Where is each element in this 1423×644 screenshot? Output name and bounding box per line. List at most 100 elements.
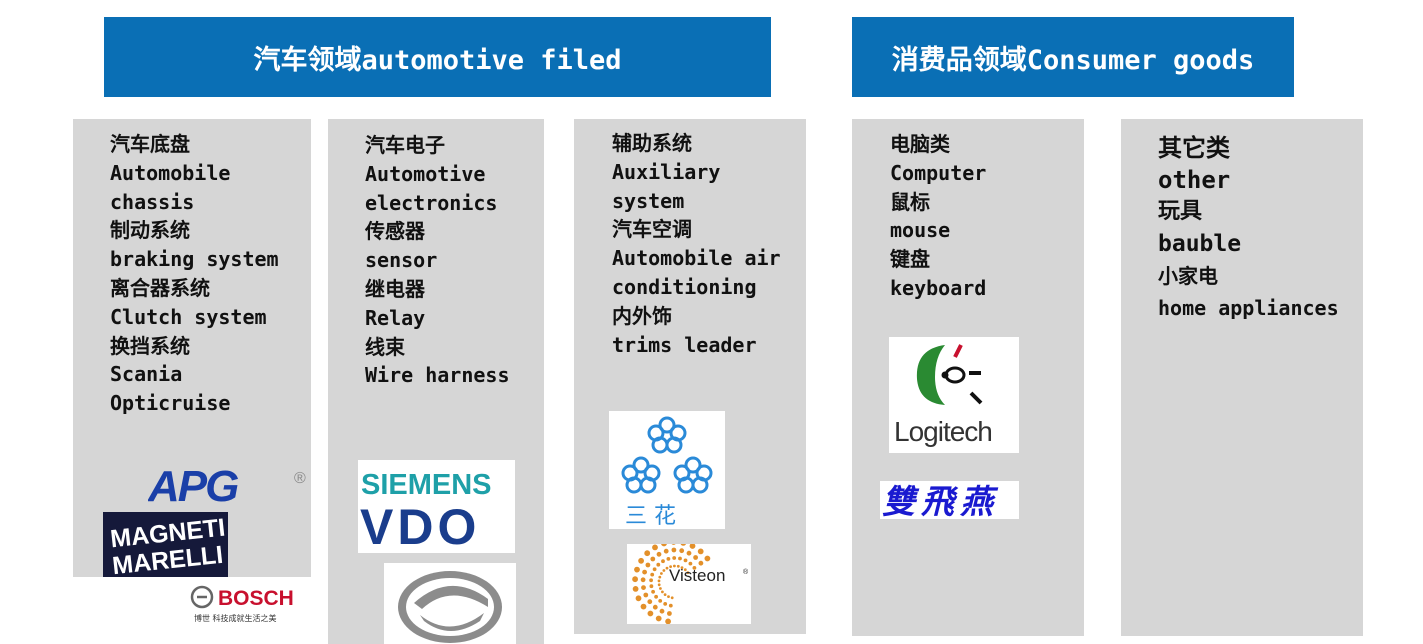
list-item: Clutch system <box>110 304 267 329</box>
visteon-dot <box>665 566 669 570</box>
list-item: Wire harness <box>365 363 510 388</box>
visteon-dot <box>632 576 638 583</box>
visteon-dot <box>671 544 676 545</box>
visteon-dot <box>656 562 661 567</box>
list-item: Automotive <box>365 161 486 186</box>
visteon-dot <box>661 544 667 547</box>
apg-logo: APG ® <box>148 463 312 505</box>
list-item: braking system <box>110 247 279 272</box>
visteon-dot <box>632 586 639 592</box>
visteon-dot <box>667 595 670 598</box>
visteon-dot <box>650 556 656 562</box>
visteon-dot <box>657 583 661 587</box>
visteon-dot <box>647 610 654 617</box>
visteon-dot <box>643 592 649 598</box>
list-item: 小家电 <box>1158 264 1218 288</box>
visteon-dot <box>697 548 704 555</box>
list-item: 辅助系统 <box>612 131 692 155</box>
apg-text: APG <box>148 463 238 505</box>
logitech-logo: Logitech <box>889 337 1019 453</box>
visteon-dot <box>651 589 655 594</box>
visteon-dot <box>661 590 664 594</box>
list-item: Scania <box>110 362 183 387</box>
computer-list: 电脑类 Computer 鼠标 mouse 键盘 keyboard <box>890 130 986 303</box>
visteon-dot <box>679 548 685 554</box>
list-item: Automobile <box>110 160 231 185</box>
visteon-dot <box>676 564 680 568</box>
visteon-dot <box>686 571 690 574</box>
automotive-banner: 汽车领域automotive filed <box>104 17 771 97</box>
shuangfeiyan-text: 雙飛燕 <box>882 482 999 519</box>
other-panel <box>1121 119 1363 636</box>
visteon-logo: Visteon ® <box>627 544 751 624</box>
gac-logo <box>384 563 516 644</box>
list-item: bauble <box>1158 231 1242 257</box>
list-item: trims leader <box>612 332 757 357</box>
list-item: other <box>1158 166 1231 194</box>
bosch-armature-icon <box>190 585 214 609</box>
visteon-dot <box>689 544 696 549</box>
visteon-dot <box>663 593 667 596</box>
list-item: chassis <box>110 189 195 214</box>
list-item: mouse <box>890 218 951 243</box>
visteon-dot <box>649 584 654 589</box>
visteon-dot <box>658 599 663 603</box>
list-item: conditioning <box>612 274 757 299</box>
visteon-dot <box>680 544 686 546</box>
magneti-marelli-logo: MAGNETI MARELLI <box>103 512 228 577</box>
visteon-dot <box>671 547 677 553</box>
visteon-dot <box>663 548 669 554</box>
visteon-dot <box>652 544 658 551</box>
visteon-dots-icon <box>632 544 711 624</box>
bosch-tagline: 博世 科技成就生活之美 <box>194 613 277 623</box>
visteon-dot <box>665 618 671 624</box>
visteon-dot <box>673 564 676 568</box>
list-item: 玩具 <box>1158 199 1203 224</box>
visteon-dot <box>704 555 711 562</box>
visteon-dot <box>641 585 646 590</box>
visteon-dot <box>634 566 640 573</box>
list-item: 汽车电子 <box>365 133 445 157</box>
electronics-list: 汽车电子 Automotive electronics 传感器 sensor 继… <box>365 131 510 390</box>
list-item: Automobile air <box>612 246 781 271</box>
visteon-dot <box>661 559 665 564</box>
bosch-logo: BOSCH 博世 科技成就生活之美 <box>180 577 310 629</box>
logitech-face-icon <box>916 344 983 405</box>
siemens-vdo-logo: SIEMENS VDO <box>358 460 515 553</box>
electronics-panel <box>328 119 544 644</box>
visteon-dot <box>693 555 698 560</box>
list-item: Computer <box>890 160 987 185</box>
visteon-dot <box>683 568 687 572</box>
visteon-dot <box>683 558 688 563</box>
visteon-dot <box>680 566 684 569</box>
list-item: 电脑类 <box>890 132 950 156</box>
list-item: 其它类 <box>1158 134 1230 162</box>
bosch-text: BOSCH <box>218 587 294 610</box>
list-item: 汽车底盘 <box>110 132 190 156</box>
visteon-dot <box>659 587 662 590</box>
visteon-dot <box>692 566 697 570</box>
list-item: 汽车空调 <box>612 217 692 242</box>
visteon-dot <box>666 557 671 561</box>
visteon-dot <box>640 603 647 610</box>
list-item: Opticruise <box>110 391 231 416</box>
visteon-dot <box>655 615 662 622</box>
list-item: 线束 <box>365 334 405 359</box>
visteon-dot <box>650 572 655 577</box>
list-item: 制动系统 <box>110 218 190 243</box>
visteon-dot <box>652 604 658 610</box>
visteon-dot <box>642 569 647 575</box>
vdo-text: VDO <box>360 499 480 553</box>
list-item: home appliances <box>1158 296 1339 320</box>
list-item: electronics <box>365 190 498 215</box>
visteon-dot <box>667 611 672 616</box>
visteon-dot <box>688 561 693 566</box>
visteon-dot <box>645 562 651 568</box>
consumer-banner-title: 消费品领域Consumer goods <box>891 44 1255 76</box>
visteon-dot <box>654 594 658 599</box>
other-list: 其它类 other 玩具 bauble 小家电 home appliances <box>1158 132 1339 324</box>
visteon-dot <box>658 575 662 579</box>
visteon-dot <box>669 565 672 568</box>
visteon-dot <box>662 569 666 572</box>
chassis-list: 汽车底盘 Automobile chassis 制动系统 braking sys… <box>110 130 279 418</box>
